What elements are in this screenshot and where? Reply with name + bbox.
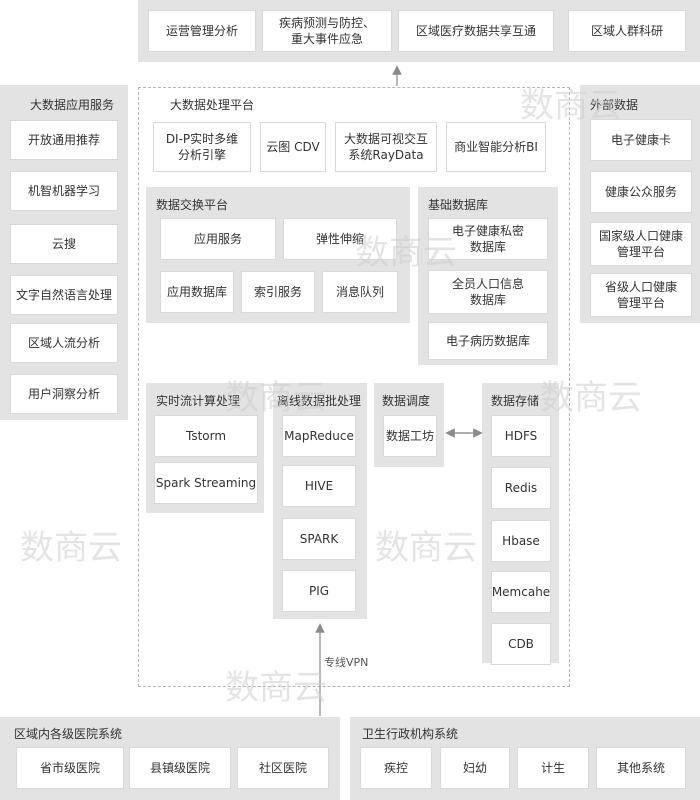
exchange-message-queue: 消息队列	[322, 271, 398, 313]
hospital-county: 县镇级医院	[129, 747, 231, 789]
exchange-app-service: 应用服务	[160, 218, 276, 260]
offline-title: 离线数据批处理	[277, 394, 362, 408]
admin-title: 卫生行政机构系统	[362, 727, 459, 741]
offline-mapreduce: MapReduce	[282, 415, 356, 457]
exchange-index-service: 索引服务	[241, 271, 315, 313]
engine-raydata: 大数据可视交互 系统RayData	[335, 122, 437, 172]
platform-dashed-border	[138, 87, 570, 687]
left-item-search: 云搜	[10, 224, 118, 264]
admin-cdc: 疾控	[360, 747, 432, 789]
storage-redis: Redis	[491, 467, 551, 509]
top-app-data-sharing: 区域医疗数据共享互通	[398, 10, 554, 52]
storage-hdfs: HDFS	[491, 415, 551, 457]
hospital-title: 区域内各级医院系统	[14, 727, 123, 741]
base-db-population: 全员人口信息 数据库	[428, 270, 548, 314]
engine-bi: 商业智能分析BI	[446, 122, 546, 172]
left-item-nlp: 文字自然语言处理	[10, 275, 118, 315]
realtime-spark-streaming: Spark Streaming	[154, 462, 258, 504]
top-app-disease-prevention: 疾病预测与防控、 重大事件应急	[262, 10, 392, 52]
ext-item-national-platform: 国家级人口健康 管理平台	[590, 222, 692, 266]
realtime-title: 实时流计算处理	[156, 394, 241, 408]
storage-memcahe: Memcahe	[491, 571, 551, 613]
left-item-flow-analysis: 区域人流分析	[10, 323, 118, 363]
ext-item-provincial-platform: 省级人口健康 管理平台	[590, 273, 692, 317]
offline-spark: SPARK	[282, 518, 356, 560]
admin-family-planning: 计生	[517, 747, 589, 789]
bigdata-platform-title: 大数据处理平台	[170, 98, 255, 112]
admin-maternal: 妇幼	[440, 747, 510, 789]
top-app-ops-analysis: 运营管理分析	[148, 10, 256, 52]
hospital-community: 社区医院	[237, 747, 329, 789]
exchange-title: 数据交换平台	[156, 198, 229, 212]
left-item-ml: 机智机器学习	[10, 171, 118, 211]
engine-cdv: 云图 CDV	[260, 122, 326, 172]
left-item-recommend: 开放通用推荐	[10, 120, 118, 160]
top-app-population-research: 区域人群科研	[568, 10, 686, 52]
exchange-elastic-scaling: 弹性伸缩	[283, 218, 397, 260]
base-db-title: 基础数据库	[428, 198, 489, 212]
schedule-title: 数据调度	[382, 394, 431, 408]
engine-dip: DI-P实时多维 分析引擎	[153, 122, 251, 172]
storage-hbase: Hbase	[491, 520, 551, 562]
left-item-user-insight: 用户洞察分析	[10, 374, 118, 414]
exchange-app-database: 应用数据库	[160, 271, 234, 313]
storage-title: 数据存储	[491, 394, 540, 408]
hospital-provincial: 省市级医院	[16, 747, 124, 789]
offline-hive: HIVE	[282, 465, 356, 507]
watermark-logo: 数商云	[20, 528, 122, 568]
storage-cdb: CDB	[491, 623, 551, 665]
ext-item-health-card: 电子健康卡	[590, 119, 692, 161]
offline-pig: PIG	[282, 570, 356, 612]
vpn-label: 专线VPN	[324, 656, 369, 669]
ext-item-public-service: 健康公众服务	[590, 171, 692, 213]
left-panel-title: 大数据应用服务	[30, 98, 115, 112]
realtime-tstorm: Tstorm	[154, 415, 258, 457]
external-data-title: 外部数据	[590, 98, 639, 112]
base-db-private-health: 电子健康私密 数据库	[428, 218, 548, 260]
schedule-data-workshop: 数据工坊	[383, 415, 437, 457]
base-db-medical-record: 电子病历数据库	[428, 322, 548, 360]
admin-other: 其他系统	[596, 747, 686, 789]
